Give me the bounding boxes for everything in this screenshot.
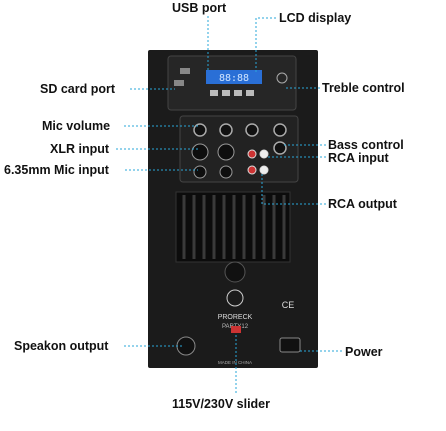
label-bass-control: Bass control (328, 138, 404, 152)
mic-volume-knob-1[interactable] (193, 123, 207, 137)
bass-port (224, 261, 246, 283)
rca-output-white[interactable] (259, 165, 269, 175)
leader-lcd-display (255, 17, 276, 74)
label-speakon-output: Speakon output (14, 339, 109, 353)
label-jack-input: 6.35mm Mic input (4, 163, 109, 177)
jack-input-1[interactable] (193, 165, 207, 179)
treble-knob[interactable] (273, 123, 287, 137)
bluetooth-icon (276, 72, 288, 84)
panel-artwork: 88:88 (167, 55, 301, 365)
xlr-input-2[interactable] (217, 143, 235, 161)
label-xlr-input: XLR input (50, 142, 110, 156)
master-knob[interactable] (245, 123, 259, 137)
rca-output-red[interactable] (247, 165, 257, 175)
brand-logo (226, 289, 244, 307)
brand-name: PRORECK (218, 314, 253, 321)
heatsink-fins (182, 195, 286, 259)
label-rca-output: RCA output (328, 197, 397, 211)
media-buttons[interactable] (210, 90, 254, 96)
lcd-screen (206, 70, 262, 84)
rca-input-white[interactable] (259, 149, 269, 159)
label-usb-port: USB port (172, 1, 227, 15)
label-voltage-slider: 115V/230V slider (172, 397, 270, 411)
lcd-digits: 88:88 (219, 73, 249, 84)
xlr-input-1[interactable] (191, 143, 209, 161)
made-in-text: MADE IN CHINA (218, 360, 252, 365)
sd-card-slot[interactable] (174, 80, 184, 86)
label-rca-input: RCA input (328, 151, 389, 165)
label-mic-volume: Mic volume (42, 119, 111, 133)
amplifier-panel: 88:88 (148, 50, 318, 368)
label-sd-card-port: SD card port (40, 82, 116, 96)
rca-input-red[interactable] (247, 149, 257, 159)
mic-volume-knob-2[interactable] (219, 123, 233, 137)
leader-rca-output (261, 174, 326, 205)
label-power: Power (345, 345, 383, 359)
ce-mark: CE (282, 300, 295, 310)
power-socket[interactable] (279, 337, 301, 353)
jack-input-2[interactable] (219, 165, 233, 179)
voltage-slider-switch[interactable] (231, 326, 241, 333)
usb-port-slot[interactable] (180, 68, 190, 74)
label-lcd-display: LCD display (279, 11, 352, 25)
label-treble-control: Treble control (322, 81, 405, 95)
bass-knob[interactable] (273, 141, 287, 155)
